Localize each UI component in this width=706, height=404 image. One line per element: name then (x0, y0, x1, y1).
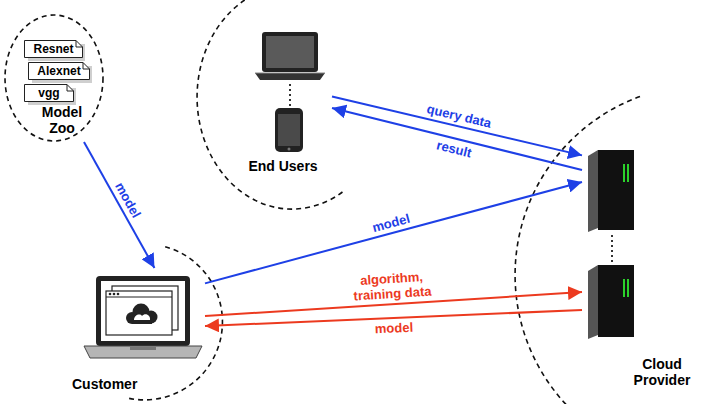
laptop-icon (255, 32, 325, 80)
laptop-icon (84, 276, 202, 358)
end-users-group: End Users (236, 26, 332, 198)
server-link (611, 235, 613, 262)
cloud-region (515, 97, 640, 404)
flow-arrow (205, 310, 582, 326)
end-users-region (197, 0, 342, 209)
node-outline (582, 140, 700, 396)
device-link (289, 84, 291, 106)
flow-arrow (332, 108, 582, 170)
model-zoo-circle: Model Zoo ResnetAlexnet vgg (4, 14, 104, 142)
edge-label: model (372, 320, 415, 337)
model-name: Resnet (33, 42, 73, 56)
flow-arrow (205, 182, 582, 283)
edge-label: algorithm, training data (340, 268, 446, 305)
flow-arrow (84, 142, 154, 268)
node-label: Cloud Provider (628, 356, 696, 388)
model-file: Alexnet (28, 62, 90, 80)
edge-label: result (434, 137, 476, 161)
cloud-provider-group: Cloud Provider (582, 140, 700, 396)
server-icon (588, 150, 634, 232)
node-label: Customer (72, 376, 137, 392)
model-name: vgg (38, 86, 59, 100)
customer-group: Customer (72, 268, 205, 396)
edge-label: model (368, 210, 413, 235)
server-icon (588, 265, 634, 339)
edge-label: query data (424, 100, 495, 131)
model-file: vgg (24, 84, 74, 102)
edge-label: model (112, 178, 146, 222)
phone-icon (275, 108, 303, 152)
flow-arrow (332, 97, 582, 156)
model-file: Resnet (24, 40, 83, 58)
model-name: Alexnet (37, 64, 80, 78)
node-label: Model Zoo (34, 104, 90, 136)
node-label: End Users (248, 158, 318, 174)
